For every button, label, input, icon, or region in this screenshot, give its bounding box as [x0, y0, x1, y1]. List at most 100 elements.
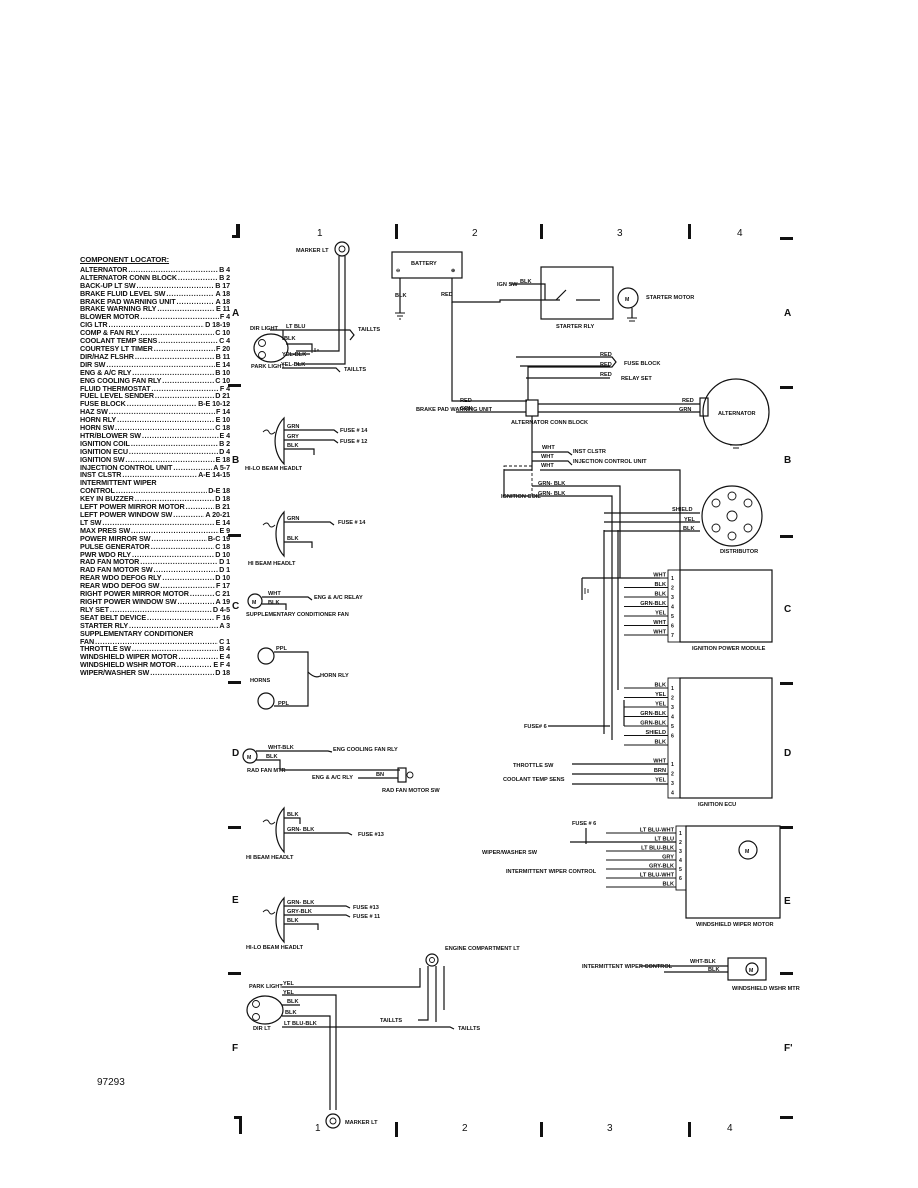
grn-blk-label-1: GRN- BLK [287, 827, 314, 833]
locator-item-name: FAN [80, 637, 95, 646]
locator-item: HORN SWC 18 [80, 424, 230, 432]
locator-item: LEFT POWER MIRROR MOTOR B 21 [80, 503, 230, 511]
locator-item: PWR WDO RLYD 10 [80, 551, 230, 559]
svg-text:M: M [749, 968, 753, 974]
row-f-left: F [232, 1043, 238, 1054]
fuse6b-label: FUSE # 6 [572, 821, 596, 827]
locator-item-ref: A-E 14-15 [198, 471, 230, 480]
locator-item-ref: A 19 [215, 597, 230, 606]
pin-wire-color: BLK [655, 592, 667, 598]
locator-item-ref: A 18 [215, 297, 230, 306]
row-c-left: C [232, 601, 239, 612]
locator-item: BACK-UP LT SWB 17 [80, 282, 230, 290]
pin-number: 3 [679, 849, 682, 855]
red-label-fb2: RED [600, 362, 612, 368]
row-e-right: E [784, 896, 791, 907]
locator-item-name: FLUID THERMOSTAT [80, 384, 151, 393]
locator-item: IGNITION ECUD 4 [80, 448, 230, 456]
locator-item-ref: E F 4 [213, 661, 230, 670]
locator-item-ref: C 10 [215, 376, 230, 385]
locator-item: RLY SETD 4-5 [80, 606, 230, 614]
locator-item-ref: C 18 [215, 542, 230, 551]
locator-item: SUPPLEMENTARY CONDITIONER [80, 630, 230, 638]
grn-label-2: GRN [287, 516, 299, 522]
brake-pad-warning-label: BRAKE PAD WARNING UNIT [416, 407, 493, 413]
locator-item-name: BRAKE FLUID LEVEL SW [80, 289, 166, 298]
lt-blu-label: LT BLU [286, 324, 305, 330]
locator-item-ref: B 21 [215, 503, 230, 511]
locator-item-name: ALTERNATOR [80, 265, 128, 274]
lt-blu-blk-label-1: LT BLU-BLK [284, 1021, 317, 1027]
row-d-right: D [784, 748, 791, 759]
locator-item-name: MAX PRES SW [80, 526, 131, 535]
locator-item-ref: D 1 [219, 558, 230, 567]
marker-lt-bottom-label: MARKER LT [345, 1120, 378, 1126]
eng-ac-relay-label: ENG & A/C RELAY [314, 595, 363, 601]
horn-rly-label: HORN RLY [320, 673, 349, 679]
locator-item: HTR/BLOWER SWE 4 [80, 432, 230, 440]
park-light-label: PARK LIGHT [251, 364, 285, 370]
horns: PPL PPL HORN RLY HORNS [250, 646, 349, 710]
locator-item-ref: B-C 19 [207, 534, 230, 543]
supp-conditioner-fan: M WHT ENG & A/C RELAY BLK SUPPLEMENTARY … [246, 591, 363, 618]
locator-item-ref: B 17 [215, 281, 230, 290]
windshield-wshr-mtr-label: WINDSHIELD WSHR MTR [732, 986, 800, 992]
blk-label-3: BLK [287, 536, 299, 542]
locator-item-name: RIGHT POWER WINDOW SW [80, 597, 177, 606]
locator-item-name: LEFT POWER MIRROR MOTOR [80, 503, 185, 511]
locator-item: LEFT POWER WINDOW SWA 20-21 [80, 511, 230, 519]
locator-item-name: HAZ SW [80, 408, 108, 417]
pin-wire-color: SHIELD [645, 730, 666, 736]
locator-item-ref: D 1 [219, 566, 230, 575]
rad-fan-motor: M WHT-BLK ENG COOLING FAN RLY BLK ENG & … [242, 745, 440, 794]
hi-beam-headlt-1: GRN FUSE # 14 BLK HI BEAM HEADLT [248, 510, 366, 567]
locator-item-ref: B-E 10-12 [198, 400, 230, 409]
locator-item-name: IGNITION COIL [80, 439, 130, 448]
locator-item-name: INST CLSTR [80, 471, 122, 480]
park-light-label-2: PARK LIGHT [249, 984, 283, 990]
pin-wire-color: YEL [655, 702, 666, 708]
red-label-fb3: RED [600, 372, 612, 378]
pin-number: 2 [671, 586, 674, 592]
locator-item: FUEL LEVEL SENDERD 21 [80, 392, 230, 400]
pin-wire-color: YEL [655, 611, 666, 617]
locator-item-name: CIG LTR [80, 321, 108, 330]
wht-label-ic: WHT [542, 445, 555, 451]
grn-label-alt: GRN [679, 407, 691, 413]
locator-item-ref: C 4 [219, 337, 230, 345]
locator-item: CONTROLD-E 18 [80, 487, 230, 495]
pin-wire-color: LT BLU-BLK [641, 846, 674, 852]
locator-item-name: RAD FAN MOTOR SW [80, 566, 153, 575]
col-2-bottom: 2 [462, 1123, 468, 1134]
pin-number: 3 [671, 705, 674, 711]
distributor-label: DISTRIBUTOR [720, 549, 758, 555]
locator-item-ref: E 4 [219, 653, 231, 662]
blk-label-7: BLK [287, 918, 299, 924]
locator-item-name: WINDSHIELD WSHR MOTOR [80, 661, 176, 670]
locator-item: IGNITION COILB 2 [80, 440, 230, 448]
locator-item: COOLANT TEMP SENSC 4 [80, 337, 230, 345]
ignition-ecu-label: IGNITION ECU [698, 802, 736, 808]
svg-text:⊕: ⊕ [451, 268, 455, 274]
fuse6-label: FUSE# 6 [524, 724, 547, 730]
ignition-power-module-label: IGNITION POWER MODULE [692, 646, 766, 652]
eng-ac-rly-label: ENG & A/C RLY [312, 775, 353, 781]
windshield-wiper-motor-label: WINDSHIELD WIPER MOTOR [696, 922, 774, 928]
locator-item: REAR WDO DEFOG RLYD 10 [80, 574, 230, 582]
locator-item-ref: E 14 [215, 518, 230, 527]
pin-wire-color: WHT [653, 630, 666, 636]
engine-compartment-lt-label: ENGINE COMPARTMENT LT [445, 946, 520, 952]
row-a-right: A [784, 308, 791, 319]
battery-label: BATTERY [411, 261, 437, 267]
locator-item-name: WIPER/WASHER SW [80, 669, 150, 678]
row-a-left: A [232, 308, 239, 319]
locator-item-ref: E 4 [219, 431, 231, 440]
locator-item-name: RLY SET [80, 605, 109, 614]
pin-number: 1 [671, 762, 674, 768]
yel-label-1: YEL [283, 981, 294, 987]
fuse12-label-1: FUSE # 12 [340, 439, 367, 445]
locator-item-name: SEAT BELT DEVICE [80, 613, 147, 622]
grid-marks [228, 224, 793, 1137]
